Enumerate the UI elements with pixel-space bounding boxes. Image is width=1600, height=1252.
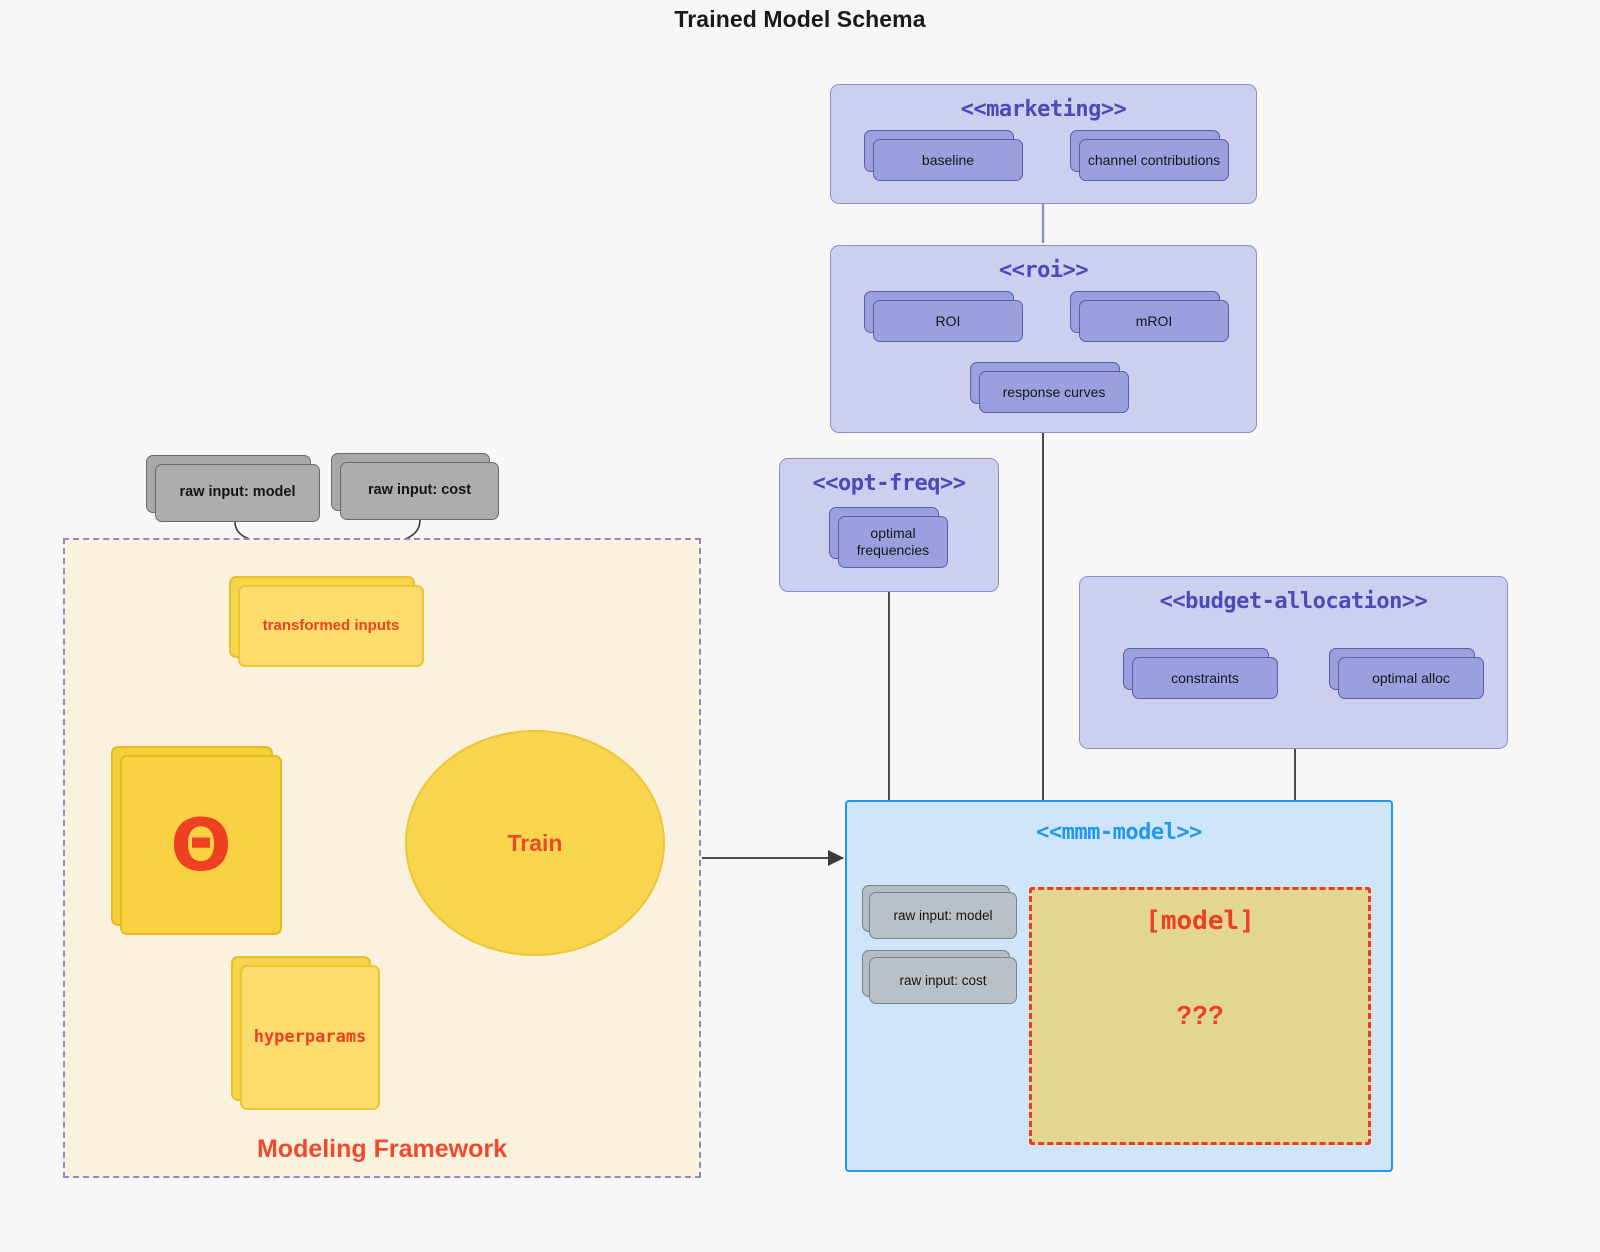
node-label: raw input: model xyxy=(893,907,993,923)
card-face: constraints xyxy=(1132,657,1278,699)
node-label: transformed inputs xyxy=(262,617,400,635)
node-hyperparams[interactable]: hyperparams xyxy=(231,956,380,1110)
model-placeholder-unknown: ??? xyxy=(1176,1000,1224,1030)
node-label-line1: optimal xyxy=(870,525,916,542)
model-placeholder-title: [model] xyxy=(1145,906,1255,936)
page-title: Trained Model Schema xyxy=(674,6,926,32)
node-label: ROI xyxy=(935,312,961,329)
card-face: transformed inputs xyxy=(238,585,424,667)
node-mroi[interactable]: mROI xyxy=(1070,291,1229,342)
card-face: raw input: model xyxy=(155,464,320,522)
node-train[interactable]: Train xyxy=(405,730,665,956)
node-response-curves[interactable]: response curves xyxy=(970,362,1129,413)
node-label: Train xyxy=(507,829,563,856)
card-face: optimal frequencies xyxy=(838,516,948,568)
node-optimal-alloc[interactable]: optimal alloc xyxy=(1329,648,1484,699)
card-face: channel contributions xyxy=(1079,139,1229,181)
node-transformed-inputs[interactable]: transformed inputs xyxy=(229,576,424,667)
package-marketing-title: <<marketing>> xyxy=(960,97,1127,122)
node-label: optimal alloc xyxy=(1372,669,1450,686)
package-marketing[interactable]: <<marketing>> baseline channel contribut… xyxy=(830,84,1257,204)
theta-icon: Θ xyxy=(170,803,232,887)
card-face: optimal alloc xyxy=(1338,657,1484,699)
node-optimal-frequencies[interactable]: optimal frequencies xyxy=(829,507,948,568)
package-roi[interactable]: <<roi>> ROI mROI response curves xyxy=(830,245,1257,433)
card-face: ROI xyxy=(873,300,1023,342)
node-raw-input-cost[interactable]: raw input: cost xyxy=(331,453,499,520)
package-mmm-model[interactable]: <<mmm-model>> raw input: model raw input… xyxy=(845,800,1393,1172)
card-face: hyperparams xyxy=(240,965,380,1110)
card-face: raw input: cost xyxy=(340,462,499,520)
node-mmm-raw-input-model[interactable]: raw input: model xyxy=(862,885,1017,939)
node-label: raw input: model xyxy=(179,484,296,501)
node-label: hyperparams xyxy=(253,1027,367,1048)
node-theta[interactable]: Θ xyxy=(111,746,282,935)
node-label: response curves xyxy=(1002,383,1106,400)
model-placeholder-box[interactable]: [model] ??? xyxy=(1029,887,1371,1145)
node-mmm-raw-input-cost[interactable]: raw input: cost xyxy=(862,950,1017,1004)
card-face: raw input: model xyxy=(869,892,1017,939)
node-label: optimal frequencies xyxy=(857,525,929,558)
node-raw-input-model[interactable]: raw input: model xyxy=(146,455,320,522)
card-face: Θ xyxy=(120,755,282,935)
node-label: raw input: cost xyxy=(367,482,472,499)
package-opt-freq-title: <<opt-freq>> xyxy=(812,471,966,496)
node-label: raw input: cost xyxy=(899,972,987,988)
card-face: raw input: cost xyxy=(869,957,1017,1004)
package-opt-freq[interactable]: <<opt-freq>> optimal frequencies xyxy=(779,458,999,592)
card-face: baseline xyxy=(873,139,1023,181)
package-budget-allocation[interactable]: <<budget-allocation>> constraints optima… xyxy=(1079,576,1508,749)
node-label: mROI xyxy=(1135,312,1173,329)
node-label: baseline xyxy=(921,151,975,168)
node-label-line2: frequencies xyxy=(856,542,930,558)
node-constraints[interactable]: constraints xyxy=(1123,648,1278,699)
node-label: channel contributions xyxy=(1087,151,1221,168)
node-channel-contributions[interactable]: channel contributions xyxy=(1070,130,1229,181)
package-roi-title: <<roi>> xyxy=(998,258,1089,283)
card-face: response curves xyxy=(979,371,1129,413)
node-roi[interactable]: ROI xyxy=(864,291,1023,342)
package-budget-allocation-title: <<budget-allocation>> xyxy=(1159,589,1428,614)
modeling-framework-label: Modeling Framework xyxy=(256,1135,508,1163)
node-baseline[interactable]: baseline xyxy=(864,130,1023,181)
package-mmm-model-title: <<mmm-model>> xyxy=(1036,820,1202,845)
node-label: constraints xyxy=(1171,669,1239,686)
card-face: mROI xyxy=(1079,300,1229,342)
